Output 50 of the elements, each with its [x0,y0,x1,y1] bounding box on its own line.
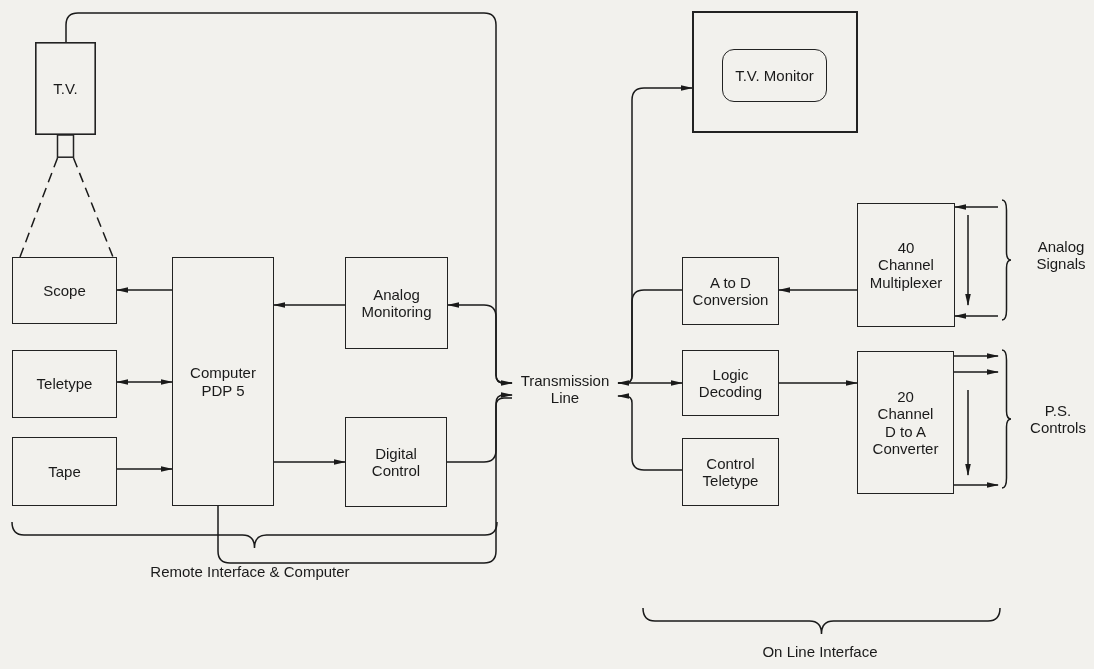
box-label: 40 Channel Multiplexer [869,239,943,291]
arrow [446,392,513,463]
arrow [116,379,173,385]
process-box [345,257,448,349]
process-box [682,257,779,325]
monitor-screen [722,49,827,102]
arrow [116,287,173,293]
box-label: Computer PDP 5 [189,364,257,399]
arrow [617,393,683,471]
box-label: Digital Control [370,444,422,480]
box-label: A to D Conversion [691,273,770,309]
box-label: T.V. [53,80,78,98]
arrow [273,459,346,465]
section-label: On Line Interface [761,643,879,661]
arrow [778,287,858,293]
arrow [273,302,346,308]
arrow [954,313,999,319]
arrow [953,353,999,359]
process-box [857,351,954,494]
process-box [857,203,955,327]
arrow [953,482,999,488]
signal-group-label: P.S. Controls [1029,402,1087,437]
box-label: Control Teletype [701,454,760,490]
bus-name: Transmission Line [519,371,611,407]
arrow [617,380,683,386]
box-label: T.V. Monitor [735,66,814,85]
box-label: Logic Decoding [697,365,764,401]
tv-camera-drawing [35,42,96,158]
box-label: Teletype [36,375,93,393]
process-box [172,257,274,506]
view-cone-line [19,157,114,258]
process-box [12,257,117,324]
monitor-frame [692,11,858,133]
process-box [12,350,117,418]
arrow [447,302,513,384]
process-box [682,350,779,416]
arrow [116,466,173,472]
box-label: 20 Channel D to A Converter [871,388,940,457]
arrow [778,380,858,386]
section-label: Remote Interface & Computer [149,563,351,581]
signal-group-label: Analog Signals [1035,238,1087,273]
process-box [345,417,447,507]
arrow [954,204,999,210]
box-label: Tape [48,462,81,481]
arrow [953,369,999,375]
process-box [682,438,779,506]
box-label: Scope [43,281,86,300]
box-label: Analog Monitoring [360,285,433,321]
process-box [12,437,117,506]
connector-line [217,397,513,564]
